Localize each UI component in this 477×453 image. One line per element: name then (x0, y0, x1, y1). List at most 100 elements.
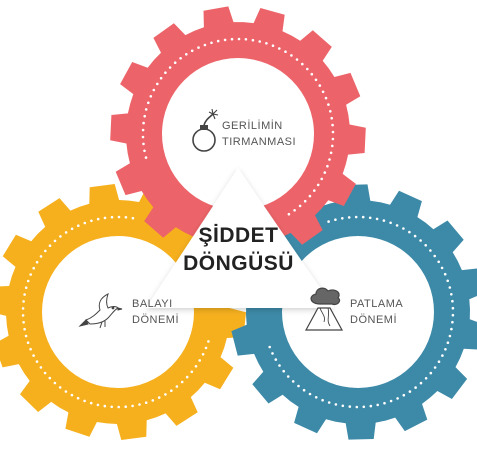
red-gear-label-line1: GERİLİMİN (222, 120, 283, 132)
red-arrow-dot (301, 62, 304, 66)
blue-arrow-dot (451, 320, 454, 324)
red-arrow-dot (216, 39, 220, 43)
red-arrow-dot (223, 38, 227, 42)
blue-arrow-dot (348, 405, 352, 408)
red-arrow-dot (142, 121, 145, 125)
yellow-arrow-dot (64, 231, 68, 234)
blue-arrow-dot (448, 334, 452, 338)
red-arrow-dot (190, 49, 194, 53)
yellow-arrow-dot (96, 217, 100, 221)
yellow-arrow-dot (29, 273, 32, 276)
yellow-gear-label-line2: DÖNEMİ (132, 314, 179, 326)
red-arrow-dot (144, 156, 148, 159)
blue-arrow-dot (321, 398, 324, 402)
yellow-arrow-dot (35, 260, 39, 264)
blue-arrow-dot (334, 403, 338, 406)
red-arrow-dot (295, 58, 299, 61)
blue-arrow-dot (419, 239, 422, 242)
yellow-arrow-dot (131, 404, 134, 408)
yellow-arrow-dot (48, 376, 52, 380)
volcano-icon (304, 287, 344, 331)
blue-arrow-dot (361, 215, 365, 219)
red-arrow-dot (293, 209, 296, 212)
yellow-arrow-dot (21, 307, 25, 310)
yellow-arrow-dot (24, 286, 28, 290)
blue-arrow-dot (383, 401, 386, 405)
blue-arrow-dot (424, 244, 428, 247)
red-arrow-dot (237, 37, 241, 41)
blue-arrow-dot (389, 221, 392, 225)
red-arrow-dot (328, 158, 331, 161)
red-arrow-dot (168, 66, 172, 69)
red-arrow-dot (143, 149, 146, 153)
blue-arrow-dot (278, 364, 281, 367)
yellow-arrow-dot (110, 405, 113, 409)
yellow-arrow-dot (83, 399, 86, 403)
blue-arrow-dot (389, 399, 393, 403)
red-arrow-dot (298, 204, 302, 208)
blue-arrow-dot (341, 404, 345, 408)
diagram-title: ŞİDDET DÖNGÜSÜ (176, 222, 301, 278)
yellow-arrow-dot (77, 224, 80, 227)
blue-gear-label: PATLAMA DÖNEMİ (350, 296, 403, 328)
yellow-arrow-dot (164, 393, 167, 396)
gear-red-hole (162, 58, 314, 210)
blue-arrow-dot (302, 388, 306, 392)
yellow-arrow-dot (64, 390, 68, 393)
blue-arrow-dot (355, 405, 359, 409)
blue-arrow-dot (433, 254, 437, 258)
blue-arrow-dot (341, 217, 344, 220)
blue-arrow-dot (451, 313, 455, 317)
red-arrow-dot (179, 57, 182, 60)
red-arrow-dot (314, 78, 318, 82)
red-arrow-dot (316, 183, 320, 187)
yellow-arrow-dot (194, 365, 198, 368)
blue-arrow-dot (440, 266, 444, 270)
red-gear (110, 6, 366, 262)
red-arrow-dot (258, 40, 262, 43)
red-arrow-dot (331, 123, 334, 127)
yellow-arrow-dot (26, 341, 30, 345)
red-arrow-dot (287, 212, 291, 216)
blue-arrow-dot (327, 220, 330, 223)
blue-arrow-dot (408, 230, 411, 234)
blue-arrow-dot (451, 299, 454, 303)
blue-arrow-dot (382, 219, 386, 222)
yellow-arrow-dot (151, 399, 155, 402)
red-arrow-dot (306, 67, 309, 71)
blue-arrow-dot (354, 215, 358, 219)
yellow-arrow-dot (76, 396, 80, 400)
red-arrow-dot (321, 90, 325, 94)
yellow-arrow-dot (23, 327, 26, 331)
yellow-arrow-dot (144, 401, 148, 405)
blue-arrow-dot (437, 260, 441, 264)
title-line1: ŞİDDET (198, 224, 279, 247)
red-arrow-dot (330, 116, 334, 120)
red-arrow-dot (278, 47, 281, 50)
red-arrow-dot (308, 194, 312, 198)
blue-arrow-dot (443, 272, 447, 276)
yellow-arrow-dot (96, 403, 100, 407)
blue-gear-label-line2: DÖNEMİ (350, 314, 397, 326)
yellow-arrow-dot (26, 279, 30, 283)
yellow-arrow-dot (83, 221, 87, 225)
blue-arrow-dot (450, 327, 453, 331)
yellow-gear-label-line1: BALAYI (132, 298, 173, 310)
red-arrow-dot (329, 151, 333, 155)
red-gear-label: GERİLİMİN TIRMANMASI (222, 118, 296, 150)
red-arrow-dot (147, 101, 150, 105)
yellow-arrow-dot (70, 393, 74, 397)
yellow-arrow-dot (58, 386, 62, 389)
yellow-arrow-dot (198, 359, 201, 362)
red-arrow-dot (271, 44, 275, 47)
blue-arrow-dot (414, 386, 417, 389)
blue-arrow-dot (334, 218, 337, 221)
red-arrow-dot (303, 199, 307, 203)
red-arrow-dot (310, 72, 314, 76)
yellow-arrow-dot (39, 366, 43, 369)
yellow-arrow-dot (23, 293, 26, 296)
red-arrow-dot (244, 38, 248, 41)
yellow-arrow-dot (207, 340, 210, 343)
blue-arrow-dot (448, 286, 452, 289)
